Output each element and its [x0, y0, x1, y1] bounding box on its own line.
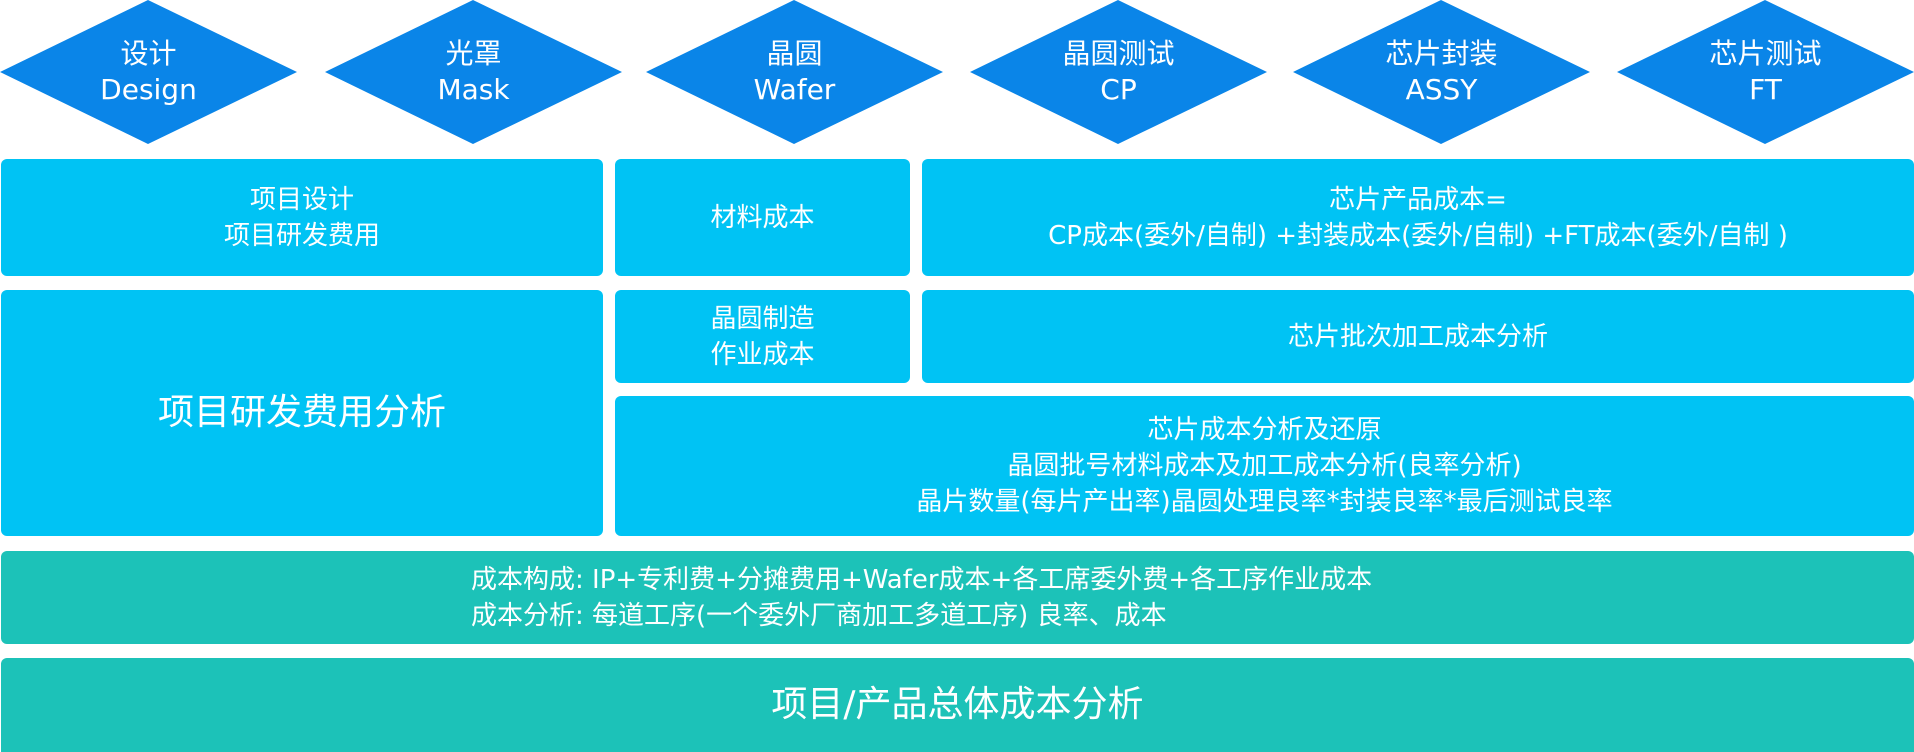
box-material-cost: 材料成本	[615, 159, 910, 276]
stage-design: 设计 Design	[0, 0, 297, 144]
box-project-design-line-1: 项目设计	[249, 184, 354, 215]
box-wafer-manufacturing-line-2: 作业成本	[710, 339, 815, 370]
diamond-shape-icon	[0, 0, 297, 144]
stage-ft: 芯片测试 FT	[1617, 0, 1914, 144]
box-total-cost-analysis: 项目/产品总体成本分析	[1, 658, 1914, 752]
box-wafer-manufacturing-line-1: 晶圆制造	[710, 303, 815, 334]
stage-assy-en: ASSY	[1405, 73, 1478, 106]
diamond-shape-icon	[1293, 0, 1590, 144]
stage-design-zh: 设计	[120, 37, 177, 70]
box-chip-product-cost-line-2: CP成本(委外/自制) +封装成本(委外/自制) +FT成本(委外/自制 )	[1048, 220, 1788, 251]
stage-cp-zh: 晶圆测试	[1062, 37, 1175, 70]
box-chip-batch-processing: 芯片批次加工成本分析	[922, 290, 1914, 383]
diamond-shape-icon	[646, 0, 943, 144]
diamond-shape-icon	[1617, 0, 1914, 144]
stage-assy-zh: 芯片封装	[1385, 37, 1498, 70]
stage-wafer-zh: 晶圆	[766, 37, 823, 70]
stage-mask: 光罩 Mask	[325, 0, 622, 144]
stage-mask-en: Mask	[437, 73, 510, 106]
box-rd-cost-analysis: 项目研发费用分析	[1, 290, 603, 536]
box-chip-cost-restore-line-1: 芯片成本分析及还原	[1147, 415, 1382, 445]
stage-wafer: 晶圆 Wafer	[646, 0, 943, 144]
box-chip-cost-restore-line-2: 晶圆批号材料成本及加工成本分析(良率分析)	[1007, 451, 1522, 481]
stage-cp-en: CP	[1100, 73, 1137, 106]
box-chip-batch-processing-line-1: 芯片批次加工成本分析	[1287, 321, 1548, 352]
box-chip-cost-restore-line-3: 晶片数量(每片产出率)晶圆处理良率*封装良率*最后测试良率	[916, 487, 1613, 517]
stage-wafer-en: Wafer	[753, 73, 836, 106]
stage-design-en: Design	[100, 73, 197, 106]
stage-assy: 芯片封装 ASSY	[1293, 0, 1590, 144]
diamond-shape-icon	[970, 0, 1267, 144]
process-stages-row: 设计 Design 光罩 Mask 晶圆 Wafer 晶圆测试 CP	[0, 0, 1914, 145]
stage-mask-zh: 光罩	[445, 37, 502, 70]
box-cost-composition-line-2: 成本分析: 每道工序(一个委外厂商加工多道工序) 良率、成本	[471, 600, 1167, 631]
box-chip-cost-restore: 芯片成本分析及还原 晶圆批号材料成本及加工成本分析(良率分析) 晶片数量(每片产…	[615, 396, 1914, 536]
stage-ft-zh: 芯片测试	[1709, 37, 1822, 70]
box-cost-composition-line-1: 成本构成: IP+专利费+分摊费用+Wafer成本+各工席委外费+各工序作业成本	[471, 564, 1373, 595]
stage-cp: 晶圆测试 CP	[970, 0, 1267, 144]
box-rd-cost-analysis-line-1: 项目研发费用分析	[157, 392, 446, 433]
box-chip-product-cost: 芯片产品成本= CP成本(委外/自制) +封装成本(委外/自制) +FT成本(委…	[922, 159, 1914, 276]
box-project-design: 项目设计 项目研发费用	[1, 159, 603, 276]
box-wafer-manufacturing: 晶圆制造 作业成本	[615, 290, 910, 383]
box-cost-composition: 成本构成: IP+专利费+分摊费用+Wafer成本+各工席委外费+各工序作业成本…	[1, 551, 1914, 644]
box-material-cost-line-1: 材料成本	[710, 202, 815, 233]
box-chip-product-cost-line-1: 芯片产品成本=	[1329, 184, 1507, 215]
stage-ft-en: FT	[1749, 73, 1782, 106]
box-total-cost-analysis-line-1: 项目/产品总体成本分析	[771, 684, 1144, 725]
box-project-design-line-2: 项目研发费用	[223, 220, 380, 251]
diamond-shape-icon	[325, 0, 622, 144]
